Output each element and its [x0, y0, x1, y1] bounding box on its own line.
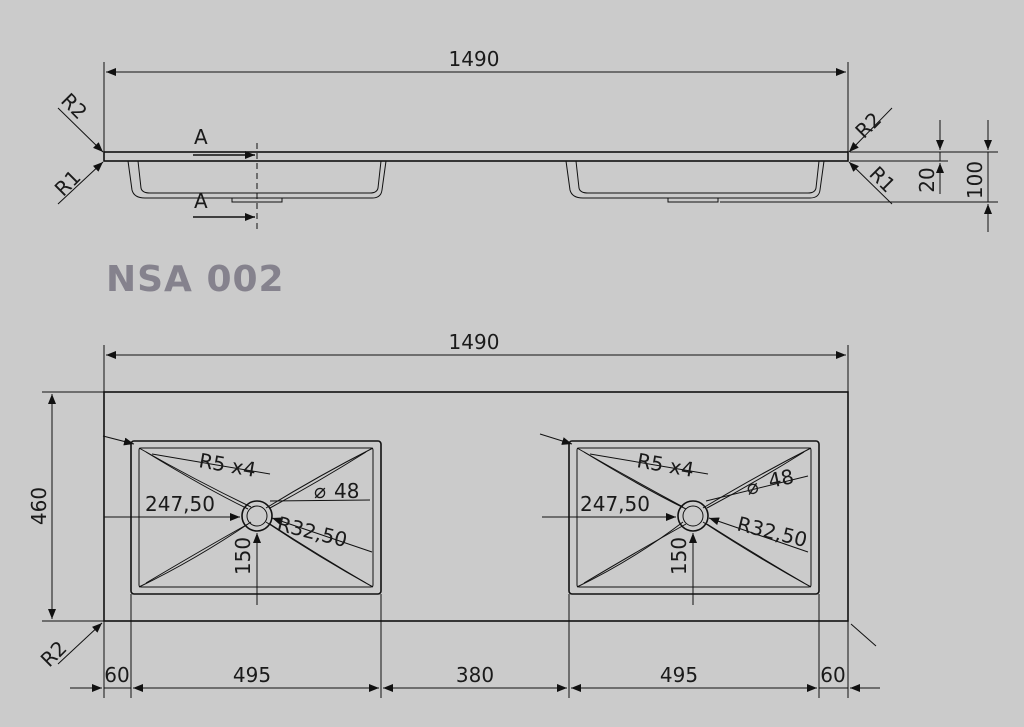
left-drain-inner [246, 505, 268, 527]
left-bowl-drain-from-back-label: 150 [231, 537, 255, 575]
left-drain-outer [241, 500, 273, 532]
segment-label-middle: 380 [456, 663, 494, 687]
plan-depth-label: 460 [27, 487, 51, 525]
segment-label-left-edge: 60 [104, 663, 129, 687]
height-total-label: 100 [963, 161, 987, 199]
side-r2-right-leader [848, 107, 893, 153]
plan-r2-label: R2 [36, 636, 72, 672]
right-bowl-diameter-symbol: ⌀ [744, 474, 761, 500]
side-countertop-slab [103, 151, 849, 162]
plan-countertop-outline [103, 391, 849, 622]
side-length-label: 1490 [449, 47, 500, 71]
right-bowl-center-offset-label: 247,50 [580, 492, 650, 516]
left-bowl-drain-radius-label: R32,50 [275, 512, 350, 553]
side-r1-right-leader [848, 161, 893, 205]
section-label-bottom: A [194, 189, 208, 213]
side-right-bowl-profile [565, 160, 825, 199]
right-bowl-diameter-label: 48 [766, 464, 796, 493]
right-bowl-corner-radius-label: R5 x4 [635, 448, 696, 482]
right-bowl-drain-radius-label: R32,50 [735, 512, 810, 553]
side-right-drain [667, 197, 719, 203]
side-r2-right-label: R2 [850, 107, 886, 143]
right-bowl-drain-from-back-label: 150 [667, 537, 691, 575]
right-drain-outer [677, 500, 709, 532]
left-bowl-diameter-label: 48 [334, 479, 359, 503]
side-r2-left-label: R2 [56, 88, 92, 124]
right-bowl: R5 x4 ⌀ 48 247,50 R32,50 150 [539, 433, 820, 605]
left-bowl-diameter-symbol: ⌀ [314, 479, 326, 503]
segment-label-left-bowl: 495 [233, 663, 271, 687]
plan-r2-leader [57, 622, 103, 665]
left-bowl-center-offset-label: 247,50 [145, 492, 215, 516]
height-top-label: 20 [915, 167, 939, 192]
left-bowl-corner-radius-label: R5 x4 [197, 448, 258, 482]
model-title: NSA 002 [106, 259, 285, 300]
left-bowl: R5 x4 ⌀ 48 247,50 R32,50 150 [102, 435, 382, 605]
side-r2-left-leader [57, 107, 104, 153]
plan-length-label: 1490 [449, 330, 500, 354]
plan-view: 1490 460 R2 R5 x4 ⌀ 48 247,50 [27, 330, 880, 698]
right-drain-inner [682, 505, 704, 527]
segment-label-right-bowl: 495 [660, 663, 698, 687]
bottom-chain-dimensions: 60 495 380 495 60 [70, 594, 880, 698]
side-view: 1490 R2 R1 R2 R1 A A 20 [50, 47, 998, 232]
side-r1-left-label: R1 [50, 165, 86, 201]
side-r1-left-leader [57, 161, 104, 205]
segment-label-right-edge: 60 [820, 663, 845, 687]
side-r1-right-label: R1 [865, 161, 901, 197]
section-label-top: A [194, 125, 208, 149]
